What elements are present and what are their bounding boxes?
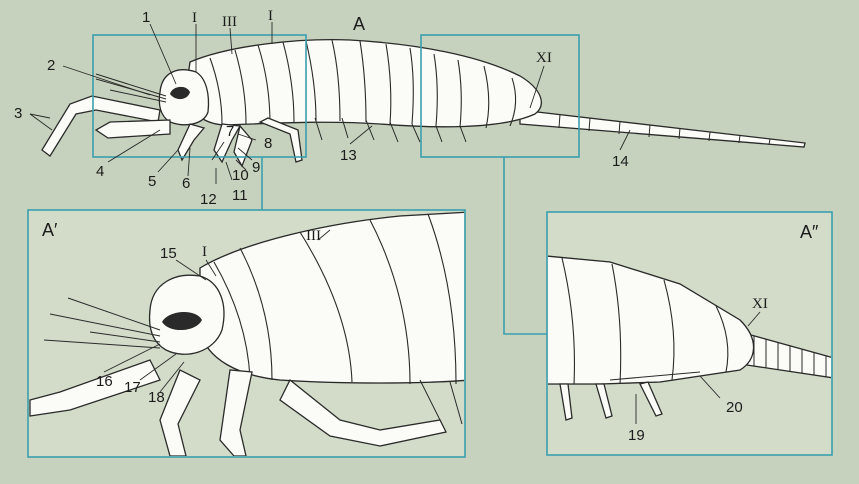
label-15: 15 [160, 245, 177, 262]
label-7: 7 [226, 123, 234, 140]
inset-styli [559, 381, 663, 421]
inset-segment-label-iii: III [306, 228, 321, 244]
label-16: 16 [96, 373, 113, 390]
label-4: 4 [96, 163, 104, 180]
label-20: 20 [726, 399, 743, 416]
label-3: 3 [14, 105, 22, 122]
label-14: 14 [612, 153, 629, 170]
segment-label-xi: XI [536, 50, 552, 66]
inset-tail-leader-lines [635, 311, 761, 424]
inset-legs [29, 359, 463, 456]
body-segments [209, 39, 517, 129]
label-1: 1 [142, 9, 150, 26]
leader-lines [29, 22, 631, 184]
inset-abdomen [548, 255, 755, 385]
segment-label-i-head: I [192, 10, 197, 26]
zoom-frame-head [92, 34, 307, 158]
inset-tail-rings [753, 336, 827, 377]
label-5: 5 [148, 173, 156, 190]
panel-label-a: A [353, 14, 365, 34]
panel-a: A 1 I III I 2 3 4 5 6 7 8 9 10 11 12 13 … [14, 8, 806, 208]
tail-rings [558, 113, 771, 146]
connector-tail [503, 157, 547, 335]
abdominal-styli [314, 117, 467, 143]
label-13: 13 [340, 147, 357, 164]
segment-label-i-thorax: I [268, 8, 273, 24]
inset-abdomen-segments [561, 257, 729, 385]
zoom-frame-tail [420, 34, 580, 158]
inset-body [199, 211, 464, 384]
panel-label-a-prime: A′ [42, 220, 58, 240]
inset-segment-label-xi: XI [752, 296, 768, 312]
label-17: 17 [124, 379, 141, 396]
inset-compound-eye [162, 311, 202, 331]
label-11: 11 [232, 187, 248, 204]
label-2: 2 [47, 57, 55, 74]
label-6: 6 [182, 175, 190, 192]
inset-segments [213, 213, 457, 385]
inset-segment-label-i: I [202, 244, 207, 260]
inset-leader-lines [103, 229, 331, 393]
panel-label-a-double-prime: A″ [800, 222, 819, 242]
panel-a-prime: A′ 15 I III 16 17 18 [27, 209, 466, 458]
label-18: 18 [148, 389, 165, 406]
label-8: 8 [264, 135, 272, 152]
label-10: 10 [232, 167, 249, 184]
antennae [95, 73, 167, 103]
label-9: 9 [252, 159, 260, 176]
label-12: 12 [200, 191, 217, 208]
compound-eye [170, 86, 190, 100]
tail-filament [519, 109, 806, 148]
segment-label-iii: III [222, 14, 237, 30]
panel-a-double-prime: A″ XI 19 20 [546, 211, 833, 456]
inset-antennae [43, 297, 161, 349]
label-19: 19 [628, 427, 645, 444]
